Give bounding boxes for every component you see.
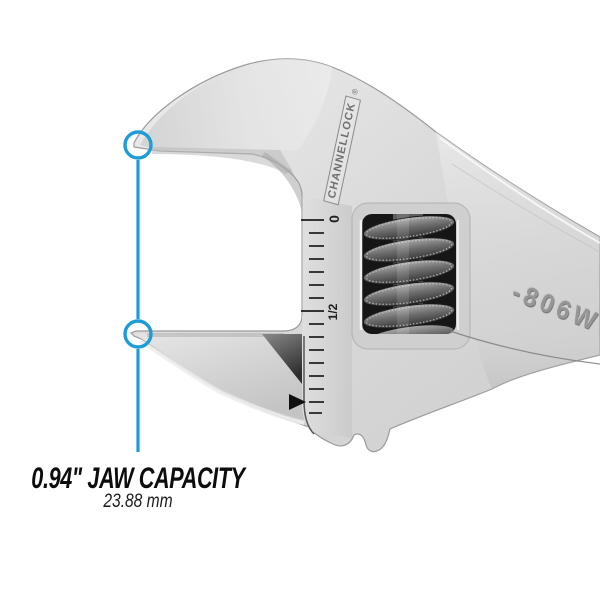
- jaw-shank-shadow: [262, 334, 302, 384]
- registered-trademark-icon: ®: [349, 87, 360, 96]
- handle-shading: [436, 132, 600, 389]
- mouth-corner-shadow: [262, 152, 302, 212]
- worm-screw: [362, 214, 456, 334]
- scale-face: [302, 196, 352, 438]
- upper-jaw-face: [152, 147, 292, 174]
- measurement-annotation: [123, 130, 153, 452]
- metric-label: 23.88 mm: [103, 491, 173, 512]
- movable-jaw-face: [147, 333, 284, 337]
- measurement-marker-bottom: [123, 319, 153, 349]
- jaw-capacity-label: 0.94" JAW CAPACITY: [31, 462, 245, 495]
- handle-top-highlight: [439, 137, 600, 244]
- scale-label-0: 0: [326, 215, 342, 223]
- scale-arrow-icon: [289, 394, 306, 410]
- measurement-marker-top: [123, 130, 153, 160]
- movable-jaw-chamfer: [138, 339, 305, 425]
- scale-label-half: 1/2: [326, 303, 340, 321]
- handle-groove: [449, 330, 600, 365]
- movable-jaw: [136, 334, 306, 420]
- upper-jaw-shading: [140, 58, 332, 150]
- slide-channel-edge: [303, 336, 315, 435]
- adjustment-scale: [301, 219, 324, 414]
- handle-top-chamfer: [451, 163, 600, 253]
